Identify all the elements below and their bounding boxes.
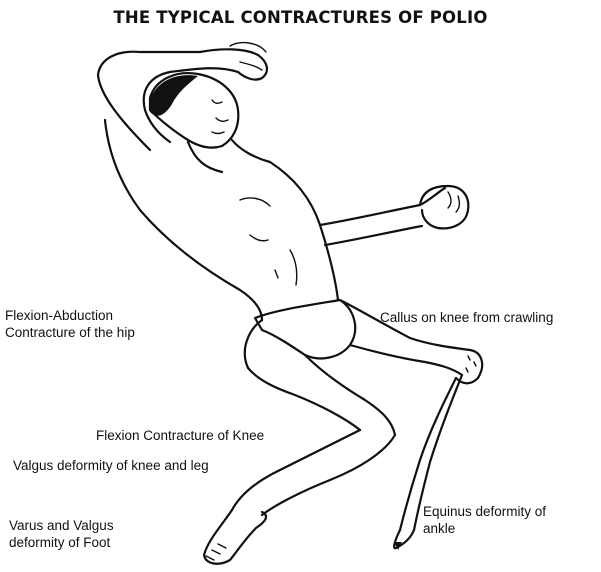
label-hip-contracture: Flexion-Abduction Contracture of the hip [5, 307, 135, 341]
left-foot [204, 510, 266, 564]
label-foot-line2: deformity of Foot [9, 534, 114, 551]
fist-detail [448, 192, 459, 212]
label-equinus-ankle: Equinus deformity of ankle [423, 503, 546, 537]
label-equinus-line2: ankle [423, 520, 546, 537]
chest-detail [240, 198, 297, 285]
left-thigh [245, 320, 360, 430]
hair [150, 75, 198, 116]
briefs [255, 300, 355, 358]
knee-callus [466, 356, 476, 372]
label-callus-knee: Callus on knee from crawling [380, 309, 553, 326]
torso-left [105, 120, 262, 320]
right-thigh-back [350, 345, 462, 375]
extended-arm [320, 188, 445, 245]
label-valgus-knee: Valgus deformity of knee and leg [13, 457, 209, 474]
raised-arm [98, 49, 267, 150]
torso-right [270, 162, 338, 300]
label-foot-line1: Varus and Valgus [9, 517, 114, 534]
right-fist [420, 186, 468, 228]
label-knee-flexion: Flexion Contracture of Knee [96, 427, 264, 444]
label-hip-line2: Contracture of the hip [5, 324, 135, 341]
label-foot-deformity: Varus and Valgus deformity of Foot [9, 517, 114, 551]
label-hip-line1: Flexion-Abduction [5, 307, 135, 324]
left-toes [206, 544, 226, 560]
face [212, 100, 228, 134]
label-equinus-line1: Equinus deformity of [423, 503, 546, 520]
